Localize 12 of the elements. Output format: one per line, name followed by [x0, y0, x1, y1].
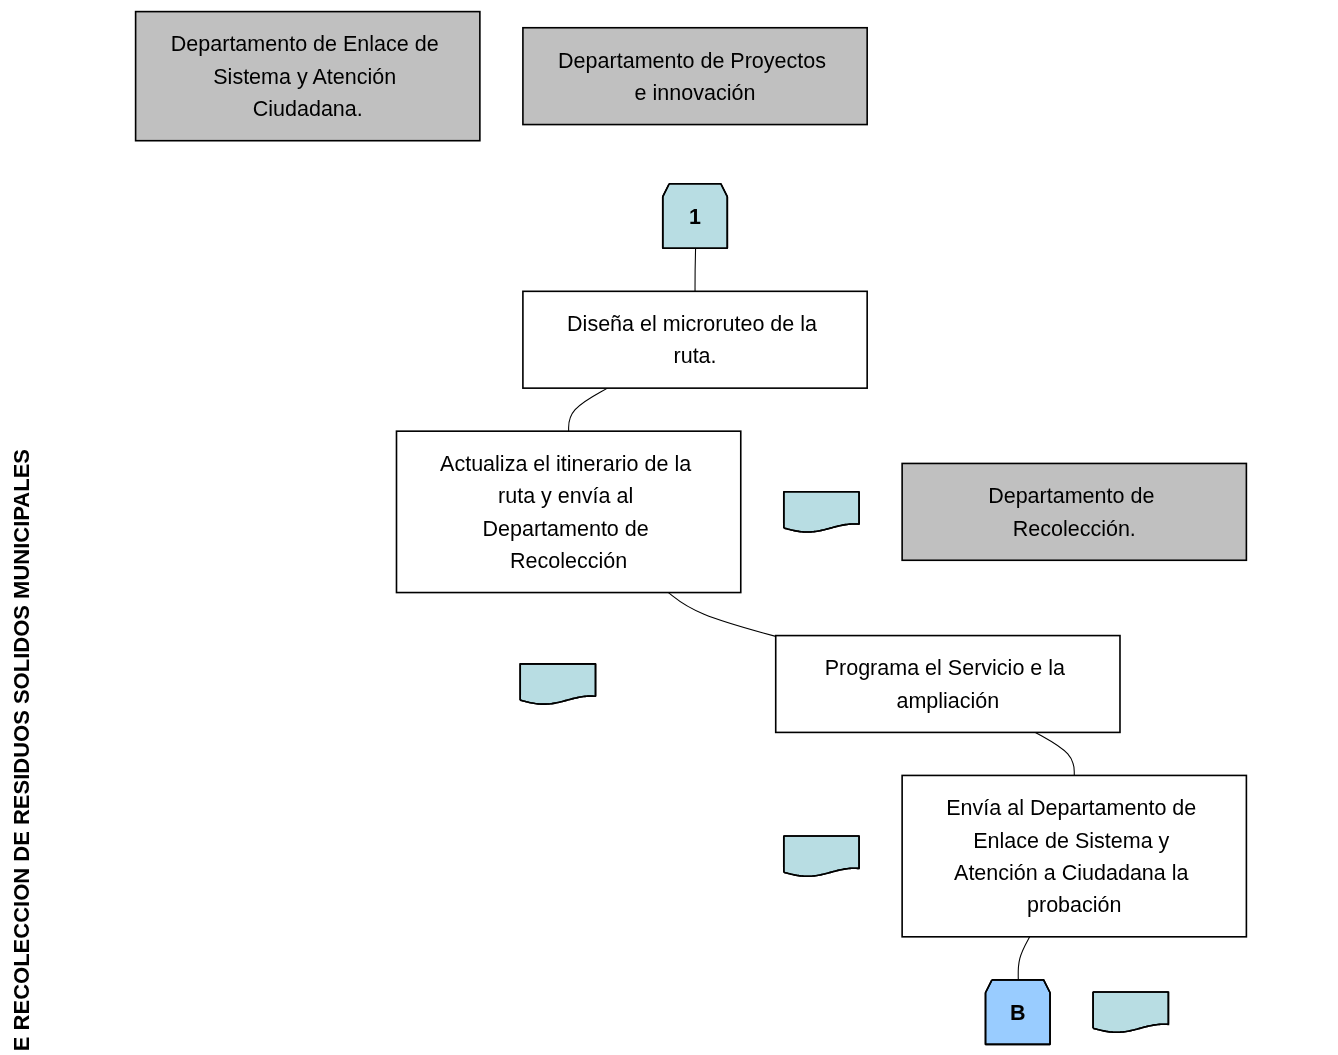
- node-box: Programa el Servicio e la ampliación: [774, 634, 1121, 733]
- node-box: Departamento de Recolección.: [901, 462, 1248, 561]
- connector: [694, 247, 697, 292]
- node-box: Actualiza el itinerario de la ruta y envía al Departamento de Recolección: [395, 429, 742, 593]
- connector: [568, 387, 609, 432]
- node-box: Diseña el microruteo de la ruta.: [522, 290, 868, 389]
- connector: [1017, 935, 1031, 981]
- node-box: Envía al Departamento de Enlace de Sistema y Atención a Ciudadana la probación: [901, 774, 1248, 938]
- node-box: Departamento de Proyectos e innovación: [522, 26, 868, 125]
- node-box: Departamento de Enlace de Sistema y Atención Ciudadana.: [134, 10, 481, 141]
- vertical-title: E RECOLECCION DE RESIDUOS SOLIDOS MUNICIPALES: [9, 448, 35, 1051]
- connector: [1034, 731, 1075, 776]
